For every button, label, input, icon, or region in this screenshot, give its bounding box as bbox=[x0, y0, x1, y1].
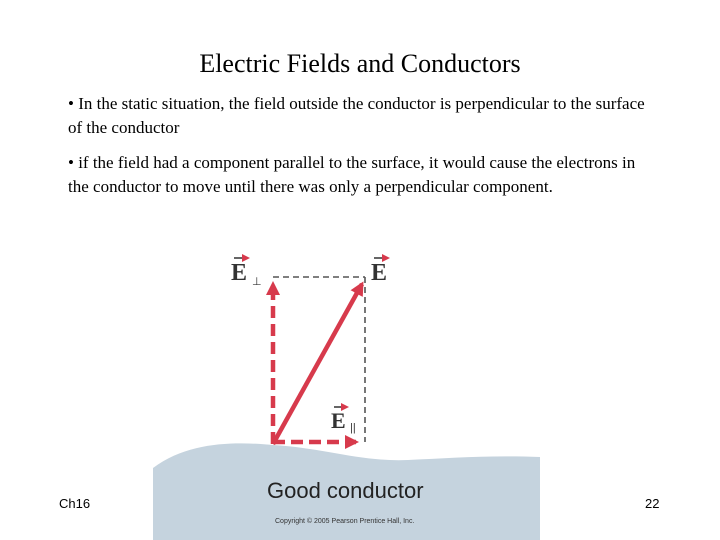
label-e-parallel: E || bbox=[331, 407, 356, 434]
label-e: E bbox=[371, 258, 388, 286]
svg-text:E: E bbox=[371, 260, 387, 286]
bullet-parallel-component: • if the field had a component parallel … bbox=[68, 151, 658, 199]
svg-text:⊥: ⊥ bbox=[252, 275, 262, 288]
bullet-perpendicular: • In the static situation, the field out… bbox=[68, 92, 658, 140]
conductor-label: Good conductor bbox=[267, 478, 424, 503]
field-diagram: E ⊥ E E || Good conductor Copyright © 20… bbox=[150, 250, 545, 540]
copyright-note: Copyright © 2005 Pearson Prentice Hall, … bbox=[275, 517, 414, 525]
svg-text:E: E bbox=[331, 408, 346, 433]
label-e-perpendicular: E ⊥ bbox=[231, 258, 262, 288]
electric-field-arrow bbox=[273, 284, 362, 444]
chapter-footer: Ch16 bbox=[59, 496, 90, 511]
svg-text:||: || bbox=[350, 422, 356, 434]
page-number: 22 bbox=[645, 496, 659, 511]
slide-title: Electric Fields and Conductors bbox=[0, 49, 720, 79]
svg-text:E: E bbox=[231, 260, 247, 286]
